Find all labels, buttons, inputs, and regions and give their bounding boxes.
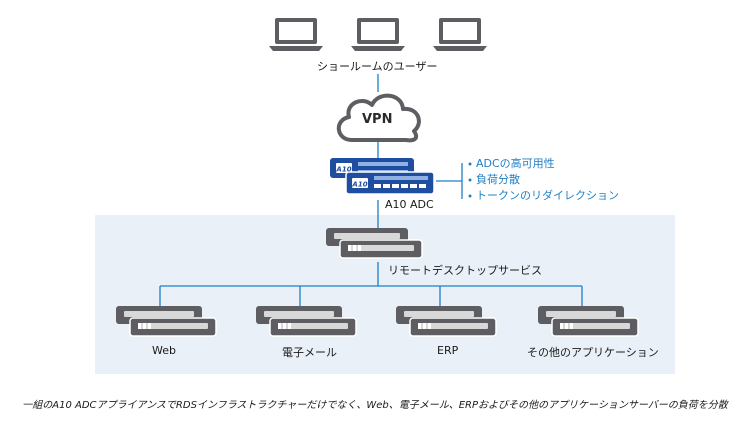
- laptop-icon: [351, 18, 405, 51]
- vpn-cloud-icon: [336, 93, 421, 143]
- email-server-icon: [256, 306, 357, 337]
- rds-server-icon: [326, 228, 423, 259]
- feature-load-balancing: 負荷分散: [476, 173, 520, 186]
- adc-appliance-icon: [330, 158, 435, 195]
- adc-label: A10 ADC: [385, 198, 434, 211]
- feature-high-availability: ADCの高可用性: [476, 157, 555, 170]
- showroom-users-label: ショールームのユーザー: [317, 60, 438, 73]
- web-label: Web: [152, 344, 176, 357]
- adc-logo-front: A10: [351, 181, 367, 189]
- vpn-label: VPN: [362, 112, 393, 127]
- remote-desktop-label: リモートデスクトップサービス: [388, 264, 542, 277]
- feature-token-redirection: トークンのリダイレクション: [476, 189, 619, 202]
- figure-caption: 一組のA10 ADCアプライアンスでRDSインフラストラクチャーだけでなく、We…: [22, 400, 728, 411]
- laptop-icon: [433, 18, 487, 51]
- web-server-icon: [116, 306, 217, 337]
- email-label: 電子メール: [282, 346, 337, 359]
- other-apps-label: その他のアプリケーション: [527, 346, 659, 359]
- laptop-icon: [269, 18, 323, 51]
- adc-logo-back: A10: [335, 166, 351, 174]
- erp-server-icon: [396, 306, 497, 337]
- feature-bullets: [468, 162, 472, 198]
- other-apps-server-icon: [538, 306, 639, 337]
- erp-label: ERP: [437, 344, 459, 357]
